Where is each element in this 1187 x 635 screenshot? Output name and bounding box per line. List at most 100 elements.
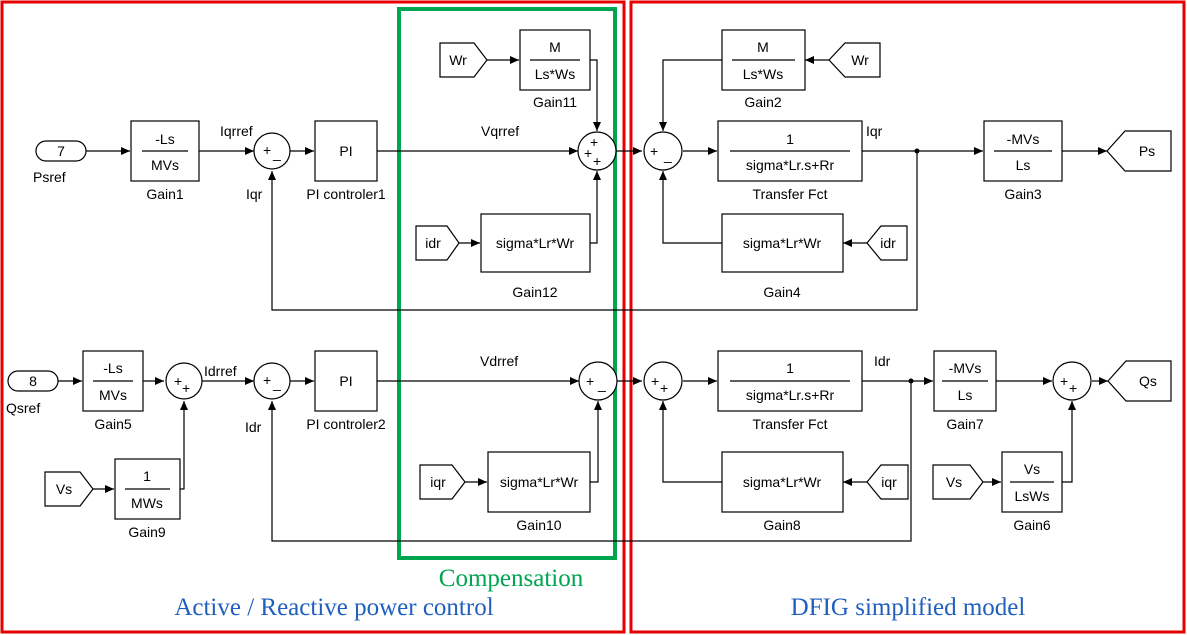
active-control-frame xyxy=(0,0,626,634)
gain5-block[interactable]: -Ls MVs xyxy=(82,350,144,412)
branch-point-idr xyxy=(908,378,914,384)
signal-idr-output: Idr xyxy=(874,353,891,369)
from-idr-right[interactable]: idr xyxy=(866,225,908,261)
sum-block-4[interactable]: + + xyxy=(165,362,203,400)
compensation-frame xyxy=(397,7,617,560)
gain9-block[interactable]: 1 MWs xyxy=(114,458,181,520)
gain7-block[interactable]: -MVs Ls xyxy=(933,350,997,412)
pi-controller1-block[interactable]: PI xyxy=(314,120,378,182)
gain5-label: Gain5 xyxy=(94,416,132,432)
sum-block-5[interactable]: + _ xyxy=(253,362,291,400)
svg-text:sigma*Lr*Wr: sigma*Lr*Wr xyxy=(500,474,579,490)
sum-block-8[interactable]: + + xyxy=(1052,361,1092,401)
gain4-label: Gain4 xyxy=(763,284,801,300)
from-wr-top[interactable]: Wr xyxy=(439,42,488,78)
signal-vqrref: Vqrref xyxy=(481,123,519,139)
signal-iqr-output: Iqr xyxy=(866,123,883,139)
gain7-label: Gain7 xyxy=(946,416,984,432)
signal-lines xyxy=(58,56,1108,542)
inport-8[interactable]: 8 xyxy=(7,370,59,392)
from-idr-left[interactable]: idr xyxy=(415,225,460,261)
svg-text:M: M xyxy=(757,39,769,55)
pi-controller1-label: PI controler1 xyxy=(306,186,386,202)
svg-text:iqr: iqr xyxy=(430,474,446,490)
svg-text:1: 1 xyxy=(143,468,151,484)
svg-text:1: 1 xyxy=(786,131,794,147)
goto-ps[interactable]: Ps xyxy=(1106,130,1172,172)
svg-text:Wr: Wr xyxy=(449,52,467,68)
gain2-label: Gain2 xyxy=(744,94,782,110)
svg-text:idr: idr xyxy=(880,235,896,251)
gain4-block[interactable]: sigma*Lr*Wr xyxy=(721,213,844,273)
gain12-block[interactable]: sigma*Lr*Wr xyxy=(480,213,591,273)
svg-text:_: _ xyxy=(597,376,606,392)
pi-controller2-label: PI controler2 xyxy=(306,416,386,432)
svg-text:+: + xyxy=(263,372,271,388)
svg-text:sigma*Lr*Wr: sigma*Lr*Wr xyxy=(743,235,822,251)
svg-text:-MVs: -MVs xyxy=(949,360,982,376)
svg-text:MVs: MVs xyxy=(99,387,127,403)
gain8-block[interactable]: sigma*Lr*Wr xyxy=(721,451,844,513)
svg-text:M: M xyxy=(549,39,561,55)
sum-block-7[interactable]: + + xyxy=(643,361,683,401)
svg-text:PI: PI xyxy=(339,373,352,389)
sum-block-1[interactable]: + _ xyxy=(253,132,291,170)
transfer-fct2-label: Transfer Fct xyxy=(753,416,828,432)
dfig-model-frame xyxy=(629,0,1186,634)
sum-block-2[interactable]: + + + xyxy=(577,131,617,171)
svg-text:MVs: MVs xyxy=(151,157,179,173)
signal-idrref: Idrref xyxy=(204,363,237,379)
svg-text:Vs: Vs xyxy=(56,481,72,497)
svg-text:sigma*Lr.s+Rr: sigma*Lr.s+Rr xyxy=(746,157,835,173)
svg-text:sigma*Lr*Wr: sigma*Lr*Wr xyxy=(743,474,822,490)
signal-iqr-feedback: Iqr xyxy=(246,186,263,202)
svg-text:+: + xyxy=(263,142,271,158)
svg-text:Ps: Ps xyxy=(1139,143,1155,159)
svg-text:+: + xyxy=(586,373,594,389)
svg-text:+: + xyxy=(584,145,592,161)
gain9-label: Gain9 xyxy=(128,524,166,540)
svg-text:+: + xyxy=(650,143,658,159)
svg-text:_: _ xyxy=(663,147,672,163)
from-vs-left[interactable]: Vs xyxy=(44,471,94,507)
svg-text:sigma*Lr.s+Rr: sigma*Lr.s+Rr xyxy=(746,387,835,403)
gain11-block[interactable]: M Ls*Ws xyxy=(519,29,591,91)
from-iqr-left[interactable]: iqr xyxy=(419,464,466,500)
svg-text:+: + xyxy=(660,380,668,396)
inport-7-label: Psref xyxy=(33,169,66,185)
gain10-label: Gain10 xyxy=(516,517,561,533)
gain12-label: Gain12 xyxy=(512,284,557,300)
svg-text:Ls: Ls xyxy=(958,387,973,403)
inport-7[interactable]: 7 xyxy=(35,140,87,162)
gain3-label: Gain3 xyxy=(1004,186,1042,202)
gain3-block[interactable]: -MVs Ls xyxy=(983,120,1063,182)
gain1-block[interactable]: -Ls MVs xyxy=(130,120,200,182)
inport-7-number: 7 xyxy=(57,143,65,159)
svg-text:1: 1 xyxy=(786,360,794,376)
signal-iqrref: Iqrref xyxy=(220,123,253,139)
gain8-label: Gain8 xyxy=(763,517,801,533)
from-vs-right[interactable]: Vs xyxy=(932,464,984,500)
pi-controller2-block[interactable]: PI xyxy=(314,350,378,412)
sum-block-3[interactable]: + _ xyxy=(643,131,683,171)
from-wr-right[interactable]: Wr xyxy=(828,42,881,78)
svg-text:Qs: Qs xyxy=(1139,373,1157,389)
sum-block-6[interactable]: + _ xyxy=(578,361,618,401)
goto-qs[interactable]: Qs xyxy=(1107,360,1172,402)
svg-text:_: _ xyxy=(272,375,281,391)
svg-text:+: + xyxy=(590,134,598,150)
transfer-fct2-block[interactable]: 1 sigma*Lr.s+Rr xyxy=(717,350,863,412)
gain10-block[interactable]: sigma*Lr*Wr xyxy=(487,451,591,513)
gain6-block[interactable]: Vs LsWs xyxy=(1001,451,1063,513)
transfer-fct1-block[interactable]: 1 sigma*Lr.s+Rr xyxy=(717,120,863,182)
gain6-label: Gain6 xyxy=(1013,517,1051,533)
gain2-block[interactable]: M Ls*Ws xyxy=(721,29,806,91)
gain11-label: Gain11 xyxy=(533,94,577,110)
svg-text:iqr: iqr xyxy=(881,474,897,490)
from-iqr-right[interactable]: iqr xyxy=(866,464,909,500)
svg-text:+: + xyxy=(174,373,182,389)
dfig-model-title: DFIG simplified model xyxy=(791,594,1026,621)
svg-text:-MVs: -MVs xyxy=(1007,131,1040,147)
svg-text:+: + xyxy=(593,153,601,169)
svg-text:PI: PI xyxy=(339,143,352,159)
